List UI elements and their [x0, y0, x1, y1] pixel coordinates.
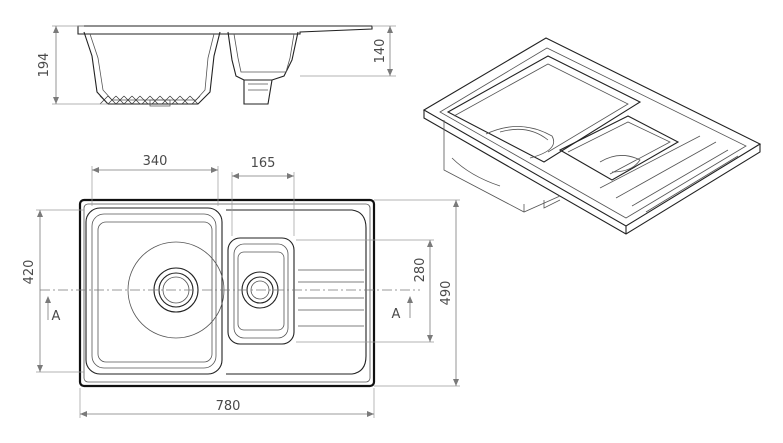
side-section-view: 194 140	[37, 25, 396, 107]
dim-490-label: 490	[439, 281, 454, 306]
dim-340-label: 340	[143, 154, 168, 169]
dim-420-label: 420	[22, 260, 37, 285]
section-marker-left: A	[52, 309, 61, 324]
dim-140-label: 140	[373, 39, 388, 64]
dim-165-label: 165	[251, 156, 276, 171]
section-hatch	[99, 95, 201, 107]
plan-view: A A 340 165 420 280 490 780	[22, 154, 460, 418]
section-marker-right: A	[392, 307, 401, 322]
dim-280-label: 280	[413, 258, 428, 283]
dim-780-label: 780	[216, 399, 241, 414]
isometric-view	[422, 37, 762, 235]
dim-194-label: 194	[37, 53, 52, 78]
